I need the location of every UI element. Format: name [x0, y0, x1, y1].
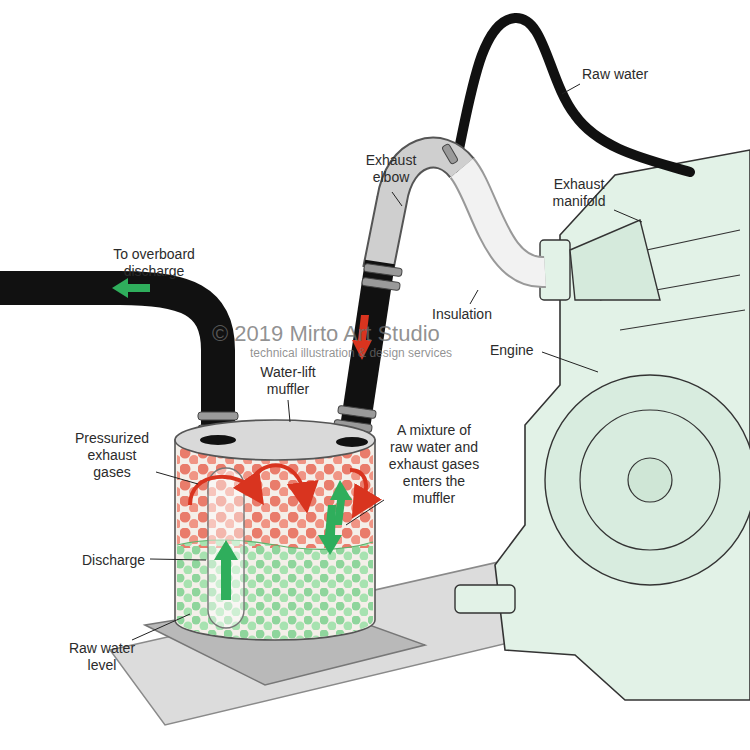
discharge-tube — [208, 468, 244, 628]
flywheel — [580, 410, 720, 550]
flow-arrow — [330, 480, 352, 525]
muffler-body — [175, 440, 375, 640]
gas-swirl — [350, 470, 366, 505]
part-label: Insulation — [432, 306, 512, 323]
flow-arrow — [214, 540, 238, 600]
exhaust-manifold — [570, 220, 660, 300]
watermark: © 2019 Mirto Art Studio — [212, 320, 512, 347]
part-label: To overboard discharge — [100, 246, 208, 280]
part-label: Raw water — [582, 66, 662, 83]
part-label: Engine — [490, 342, 550, 359]
inlet-port — [336, 437, 368, 447]
engine — [455, 150, 750, 700]
gas-swirl — [190, 477, 255, 505]
raw-water-hose — [455, 18, 690, 172]
raw-water — [177, 540, 373, 639]
hose-clamps — [198, 143, 458, 433]
part-label: Pressurized exhaust gases — [68, 430, 156, 481]
water-level — [177, 540, 373, 549]
hub — [628, 458, 672, 502]
leader-lines — [132, 84, 642, 640]
insulation-outline — [462, 168, 545, 272]
water-lift-muffler — [175, 420, 375, 640]
part-label: Discharge — [82, 552, 162, 569]
flow-arrow — [112, 278, 150, 298]
outlet-port — [200, 435, 236, 445]
watermark: technical illustration & design services — [250, 346, 510, 361]
part-label: Water-lift muffler — [248, 364, 328, 398]
part-label: Raw water level — [62, 640, 142, 674]
outlet-hose — [0, 288, 218, 448]
gas-swirl — [255, 465, 305, 498]
flywheel-housing — [545, 375, 750, 585]
muffler-lid — [175, 420, 375, 460]
insulation — [462, 168, 545, 272]
note-label: A mixture of raw water and exhaust gases… — [388, 422, 480, 507]
part-label: Exhaust manifold — [540, 176, 618, 210]
exhaust-gas — [177, 448, 373, 548]
part-label: Exhaust elbow — [355, 152, 427, 186]
output-shaft — [455, 585, 515, 613]
